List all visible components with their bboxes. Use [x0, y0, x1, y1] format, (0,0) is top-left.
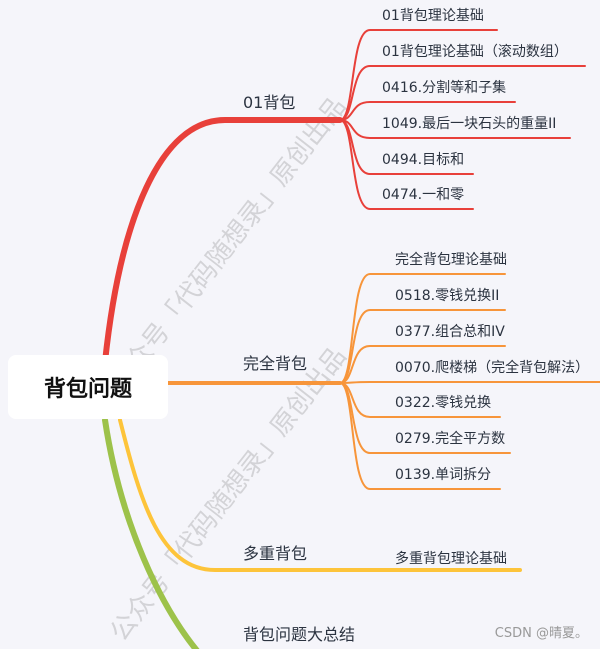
leaf-connector [339, 382, 501, 490]
leaf-node[interactable]: 01背包理论基础（滚动数组） [382, 44, 568, 60]
credit: CSDN @晴夏。 [494, 626, 588, 641]
leaf-node[interactable]: 1049.最后一块石头的重量II [382, 116, 557, 132]
leaf-connector [339, 381, 600, 384]
leaf-node[interactable]: 0416.分割等和子集 [382, 80, 507, 96]
leaf-node[interactable]: 0322.零钱兑换 [395, 395, 492, 411]
leaf-connector [339, 29, 498, 121]
leaf-connector [339, 101, 516, 121]
leaf-node[interactable]: 0494.目标和 [382, 152, 465, 168]
branch-line-summary [102, 417, 200, 649]
leaf-node[interactable]: 01背包理论基础 [382, 8, 484, 24]
root-node[interactable]: 背包问题 [8, 355, 168, 419]
leaf-connector [339, 119, 474, 210]
branch-multiple-knapsack[interactable]: 多重背包 [243, 544, 308, 563]
root-label: 背包问题 [43, 377, 132, 402]
branch-complete-knapsack[interactable]: 完全背包 [243, 354, 308, 373]
leaf-node[interactable]: 0279.完全平方数 [395, 431, 506, 447]
branch-line-multiple [118, 418, 522, 572]
leaf-node[interactable]: 0377.组合总和IV [395, 324, 505, 340]
leaf-node[interactable]: 0139.单词拆分 [395, 467, 492, 483]
branch-01-knapsack[interactable]: 01背包 [243, 93, 296, 112]
leaf-node[interactable]: 0474.一和零 [382, 187, 465, 203]
leaf-node[interactable]: 0518.零钱兑换II [395, 288, 500, 304]
branch-line-01 [102, 117, 343, 365]
leaf-connector [339, 65, 586, 121]
branch-summary[interactable]: 背包问题大总结 [243, 625, 356, 644]
leaf-node[interactable]: 0070.爬楼梯（完全背包解法） [395, 360, 590, 376]
leaf-connector [339, 345, 506, 384]
leaf-connector [339, 309, 506, 384]
leaf-multiple-basics[interactable]: 多重背包理论基础 [395, 551, 507, 567]
leaf-node[interactable]: 完全背包理论基础 [395, 252, 507, 268]
leaf-connector [339, 273, 506, 384]
